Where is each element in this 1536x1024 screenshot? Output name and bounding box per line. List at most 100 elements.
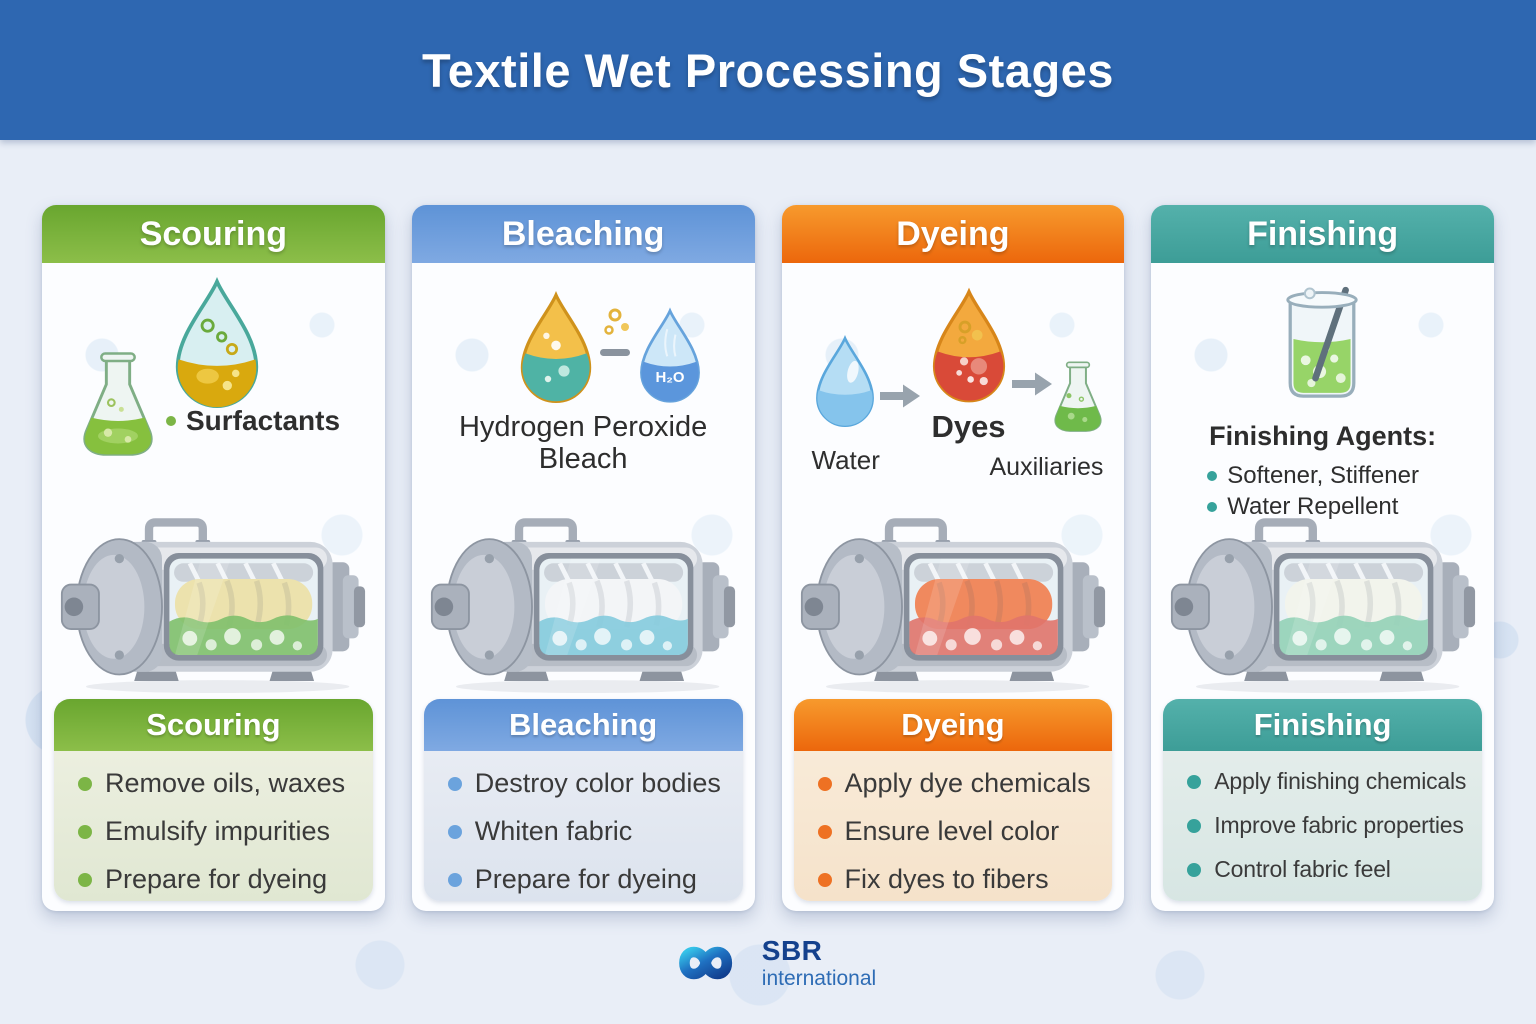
bullet-text: Destroy color bodies [474,768,721,798]
card-dyeing: Dyeing [781,205,1125,911]
bullet-dot [817,824,832,839]
stage-header: Bleaching [411,205,755,263]
bullet-dot [78,872,92,887]
logo-text: SBR international [762,935,876,991]
flask-icon [83,352,153,456]
bullet-dot [78,824,92,839]
finishing-agents-heading: Finishing Agents: [1209,421,1437,451]
bullet-text: Prepare for dyeing [474,864,697,894]
bullet-dot [817,776,832,791]
bullet-list: Apply dye chemicals Ensure level color F… [794,751,1113,901]
bullet-dot [1187,818,1202,833]
bullet-list: Apply finishing chemicals Improve fabric… [1163,751,1482,901]
finishing-illustration: Finishing Agents: Softener, Stiffener Wa… [1151,263,1494,520]
bullet-list: Destroy color bodies Whiten fabric Prepa… [424,751,743,901]
stage-title: Bleaching [501,214,665,253]
bullet-dot [166,416,176,426]
bullet-dot [817,872,832,887]
panel-title: Bleaching [509,707,658,742]
auxiliaries-flask-icon [1053,361,1102,432]
machine-illustration [782,513,1125,695]
list-item: Softener, Stiffener [1207,462,1419,490]
bullet-text: Whiten fabric [474,816,633,846]
panel-header: Dyeing [793,699,1113,751]
bullet-text: Prepare for dyeing [105,864,328,894]
footer: SBR international [0,935,1536,991]
bleaching-illustration: H₂O Hydrogen Peroxide Bleach [412,263,755,513]
panel-header: Scouring [54,699,373,751]
finishing-summary-panel: Finishing Apply finishing chemicals Impr… [1163,699,1482,901]
bullet-dot [1187,862,1202,877]
bleaching-summary-panel: Bleaching Destroy color bodies Whiten fa… [423,699,743,901]
machine-illustration [42,513,385,695]
machine-icon [800,518,1105,694]
bullet-dot [1187,774,1202,789]
stage-header: Finishing [1151,205,1494,263]
logo-title: SBR [761,935,823,966]
scouring-illustration: Surfactants [42,263,385,513]
beaker-icon [1286,286,1358,398]
list-item: Destroy color bodies [447,768,735,799]
scouring-summary-panel: Scouring Remove oils, waxes Emulsify imp… [54,699,373,901]
sbr-logo-icon [678,946,732,980]
card-finishing: Finishing Finishing Agents: [1151,205,1494,911]
card-bleaching: Bleaching [411,205,755,911]
bullet-text: Improve fabric properties [1214,812,1464,838]
stage-title: Finishing [1247,214,1399,253]
finishing-agents-list: Softener, Stiffener Water Repellent [1207,459,1419,524]
dyes-label: Dyes [931,409,1006,444]
stage-title: Dyeing [896,214,1010,253]
panel-header: Bleaching [423,699,743,751]
dyeing-summary-panel: Dyeing Apply dye chemicals Ensure level … [793,699,1113,901]
surfactants-label: Surfactants [166,405,340,437]
panel-title: Scouring [146,707,281,742]
list-item: Prepare for dyeing [447,864,735,895]
list-item: Apply dye chemicals [817,768,1105,799]
h2o-droplet-icon: H₂O [639,307,700,403]
bullet-text: Emulsify impurities [105,816,331,846]
machine-icon [431,518,736,694]
stage-cards: Scouring [42,205,1494,911]
dyeing-illustration: Water Dyes Auxiliaries [782,263,1125,513]
banner: Textile Wet Processing Stages [0,0,1536,140]
bullet-text: Fix dyes to fibers [844,864,1049,894]
list-item: Improve fabric properties [1187,812,1474,839]
list-item: Prepare for dyeing [78,864,365,895]
bullet-text: Ensure level color [844,816,1060,846]
bullet-list: Remove oils, waxes Emulsify impurities P… [54,751,373,901]
stage-header: Scouring [42,205,385,263]
page-title: Textile Wet Processing Stages [422,43,1114,97]
machine-icon [61,518,366,694]
logo-subtitle: international [761,967,877,990]
list-item: Ensure level color [817,816,1105,847]
peroxide-droplet-icon [520,291,591,403]
list-item: Emulsify impurities [78,816,365,847]
list-item: Water Repellent [1207,493,1419,521]
panel-title: Dyeing [901,707,1005,742]
bullet-dot [1207,502,1218,512]
list-item: Control fabric feel [1187,856,1474,883]
bullet-dot [447,872,462,887]
svg-text:H₂O: H₂O [655,369,684,386]
arrow-right-icon [1011,372,1052,396]
machine-icon [1170,518,1475,694]
card-scouring: Scouring [42,205,385,911]
arrow-right-icon [879,384,920,408]
bleach-label: Hydrogen Peroxide Bleach [458,411,708,476]
bullet-text: Control fabric feel [1214,856,1391,882]
list-item: Apply finishing chemicals [1187,768,1474,795]
agent-text: Softener, Stiffener [1227,462,1419,489]
bullet-text: Apply finishing chemicals [1214,768,1467,794]
panel-header: Finishing [1163,699,1482,751]
list-item: Remove oils, waxes [78,768,365,799]
agent-text: Water Repellent [1227,493,1399,520]
bullet-dot [78,776,92,791]
surfactant-droplet-icon [175,277,259,408]
machine-illustration [1151,513,1494,695]
water-droplet-icon [815,335,874,427]
list-item: Whiten fabric [447,816,735,847]
panel-title: Finishing [1253,707,1392,742]
stage-title: Scouring [139,214,288,253]
water-label: Water [811,445,880,475]
